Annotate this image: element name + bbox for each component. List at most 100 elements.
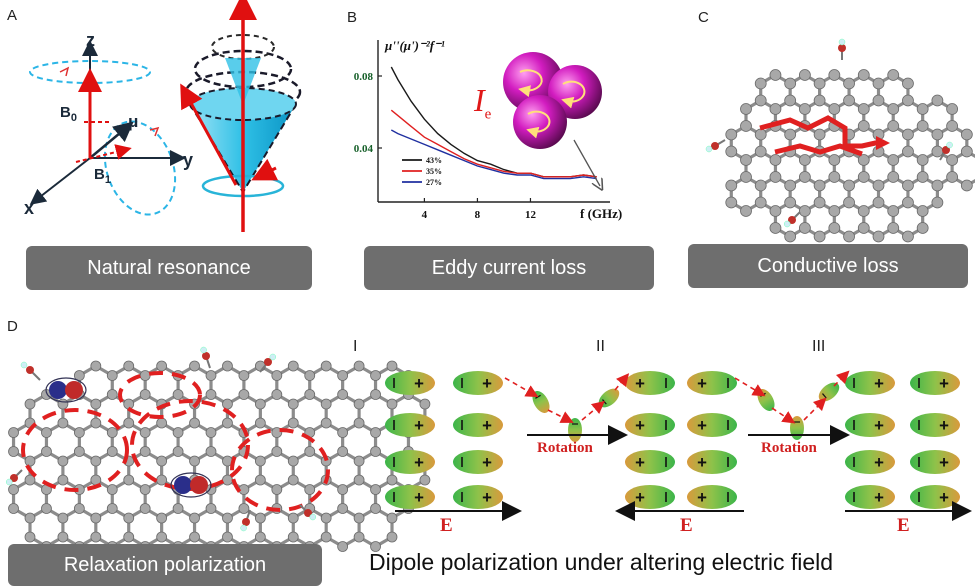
carbon-atom [205, 427, 217, 438]
positive-pole: + [482, 453, 492, 472]
b0-label: B0 [60, 104, 77, 124]
hydrogen-atom [5, 478, 13, 486]
carbon-atom [156, 531, 168, 543]
carbon-atom [916, 154, 929, 166]
carbon-atom [304, 370, 316, 381]
rotating-dipole [598, 388, 620, 408]
oxygen-atom [242, 518, 250, 526]
carbon-atom [57, 474, 69, 486]
carbon-atom [769, 222, 782, 234]
positive-pole: + [635, 488, 645, 507]
carbon-atom [887, 69, 900, 81]
carbon-atom [857, 205, 870, 217]
panel-a-label: A [7, 7, 18, 24]
carbon-atom [784, 94, 797, 107]
carbon-atom [740, 205, 752, 217]
carbon-atom [189, 360, 200, 372]
carbon-atom [337, 503, 349, 514]
carbon-atom [887, 120, 900, 132]
field-label-2: E [680, 515, 693, 536]
chart-ylabel: μ''(μ')⁻²f⁻¹ [385, 38, 445, 53]
carbon-atom [106, 446, 118, 457]
oxygen-atom [788, 216, 796, 224]
carbon-atom [902, 94, 914, 107]
carbon-atom [337, 484, 349, 495]
carbon-atom [769, 171, 782, 183]
carbon-atom [769, 103, 782, 115]
carbon-atom [843, 179, 855, 192]
oxygen-atom [304, 509, 312, 517]
carbon-atom [828, 69, 841, 81]
rotating-dipole [568, 418, 582, 442]
carbon-atom [337, 389, 349, 400]
carbon-atom [222, 360, 233, 372]
carbon-atom [902, 196, 914, 209]
dipole: + [687, 450, 737, 474]
carbon-atom [857, 154, 870, 166]
oxygen-atom [202, 352, 210, 360]
carbon-atom [813, 179, 826, 192]
carbon-atom [902, 230, 914, 243]
carbon-atom [287, 512, 299, 524]
carbon-atom [828, 222, 841, 234]
carbon-atom [320, 531, 332, 543]
carbon-atom [139, 427, 151, 438]
carbon-atom [106, 484, 118, 495]
positive-pole: + [697, 453, 707, 472]
positive-pole: + [414, 416, 424, 435]
hydrogen-atom [705, 145, 713, 153]
carbon-atom [106, 389, 118, 400]
oxygen-atom [838, 44, 846, 52]
carbon-atom [740, 154, 752, 166]
carbon-atom [139, 389, 151, 400]
carbon-atom [8, 427, 19, 438]
carbon-atom [139, 484, 151, 495]
positive-pole: + [874, 416, 884, 435]
carbon-atom [205, 446, 217, 457]
carbon-atom [813, 196, 826, 209]
polarization-domain [118, 371, 202, 419]
caption-eddy-current-loss: Eddy current loss [364, 246, 654, 290]
dipole: + [625, 450, 675, 474]
carbon-atom [254, 417, 266, 429]
carbon-atom [90, 398, 102, 410]
caption-natural-resonance: Natural resonance [26, 246, 312, 290]
carbon-atom [304, 389, 316, 400]
carbon-atom [24, 455, 36, 467]
carbon-atom [353, 512, 365, 524]
dipole: + [385, 413, 435, 437]
carbon-atom [238, 389, 250, 400]
carbon-atom [320, 398, 332, 410]
carbon-atom [828, 171, 841, 183]
dipole: + [453, 485, 503, 509]
carbon-atom [902, 77, 914, 90]
carbon-atom [370, 503, 381, 514]
carbon-atom [320, 512, 332, 524]
carbon-atom [872, 179, 885, 192]
legend-label: 35% [426, 167, 442, 176]
carbon-atom [320, 417, 332, 429]
pointer-arrow [573, 139, 600, 186]
oxygen-atom [10, 474, 18, 482]
dipole: + [910, 450, 960, 474]
carbon-atom [784, 196, 797, 209]
positive-pole: + [939, 416, 949, 435]
carbon-atom [725, 196, 738, 209]
carbon-atom [872, 77, 885, 90]
oxygen-atom [711, 142, 719, 150]
carbon-atom [156, 455, 168, 467]
stage-ii-label: II [596, 338, 605, 355]
carbon-atom [337, 370, 349, 381]
carbon-atom [725, 179, 738, 192]
positive-pole: + [482, 416, 492, 435]
dipole: + [453, 413, 503, 437]
carbon-atom [271, 446, 283, 457]
carbon-atom [205, 389, 217, 400]
carbon-atom [106, 503, 118, 514]
torque-arrow [251, 158, 279, 181]
rotating-dipole [532, 391, 550, 413]
carbon-atom [254, 512, 266, 524]
carbon-atom [205, 503, 217, 514]
carbon-atom [813, 94, 826, 107]
carbon-atom [960, 145, 973, 158]
